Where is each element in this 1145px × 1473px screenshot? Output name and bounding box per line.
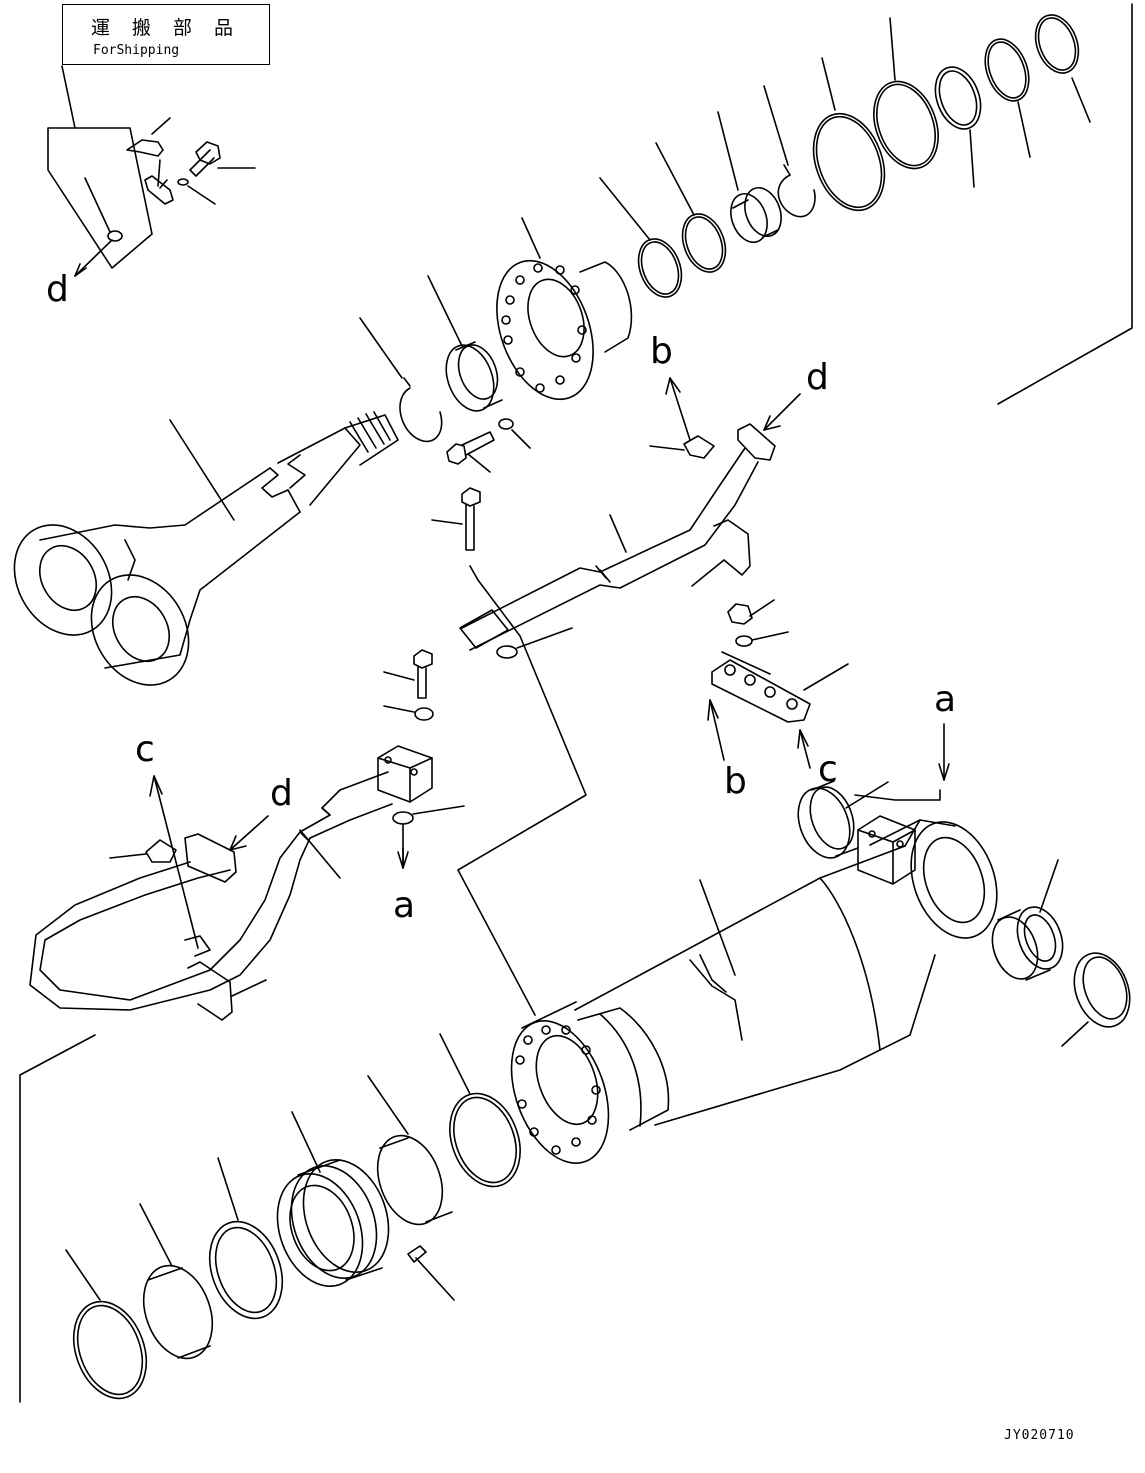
bushing-lower — [366, 1076, 454, 1233]
bushing-top — [718, 112, 788, 247]
cylinder-bottom-flange — [493, 1002, 668, 1177]
ring-lower-3 — [132, 1204, 225, 1368]
arrow-a-right — [939, 724, 949, 780]
ring-4 — [862, 18, 949, 178]
shipping-plug — [75, 178, 122, 276]
ring-lower-1 — [438, 1034, 533, 1196]
arrow-b-upper — [666, 378, 690, 440]
lower-group-frame — [20, 1035, 95, 1402]
callout-d-top: d — [46, 269, 69, 310]
callout-d-upper-right: d — [806, 357, 829, 398]
shipping-title-en: ForShipping — [93, 43, 180, 58]
bracket-washer — [722, 632, 788, 674]
tube-flange-bolt — [432, 488, 586, 1015]
tube-end-bushing — [789, 781, 888, 865]
callout-c-lower: c — [818, 749, 838, 790]
ring-lower-4 — [61, 1250, 159, 1409]
arrow-b-lower — [708, 700, 724, 760]
pin-bushing-right — [984, 860, 1070, 985]
arrow-c-left — [150, 776, 198, 948]
ring-1 — [1028, 9, 1090, 122]
lower-block-bolt — [384, 650, 433, 720]
upper-group-frame — [998, 4, 1132, 404]
callout-b-lower: b — [724, 761, 747, 802]
ring-2 — [977, 33, 1036, 157]
ring-7 — [600, 178, 689, 303]
shipping-washer — [178, 179, 215, 204]
arrow-d-left — [230, 816, 268, 850]
shipping-title-jp: 運 搬 部 品 — [90, 17, 242, 39]
callout-a-right: a — [934, 679, 957, 720]
ring-5 — [801, 58, 897, 220]
clamp-top — [692, 520, 750, 586]
head-bushing — [428, 276, 504, 417]
bracket-nut — [728, 600, 774, 624]
ring-lower-2 — [197, 1158, 295, 1329]
piston — [263, 1112, 404, 1298]
clamp-lower — [188, 962, 266, 1020]
piston-screw — [408, 1246, 454, 1300]
tube-o-ring — [497, 628, 572, 658]
upper-tube — [460, 424, 775, 650]
cylinder-head — [479, 218, 631, 413]
ring-3 — [927, 61, 988, 187]
drawing-number: JY020710 — [1004, 1428, 1075, 1443]
head-bolt — [447, 419, 530, 472]
snap-ring-rod — [360, 318, 442, 441]
for-shipping-box: 運 搬 部 品 ForShipping — [62, 4, 270, 65]
arrow-a-mid — [398, 848, 408, 868]
piston-rod — [0, 412, 398, 703]
shipping-frame — [48, 66, 152, 268]
cylinder-tube — [575, 790, 1012, 1125]
shipping-bolt — [190, 142, 255, 176]
snap-ring-top — [764, 86, 815, 217]
callout-b-upper: b — [650, 331, 673, 372]
arrow-d-upper-right — [764, 394, 800, 430]
callout-a-mid: a — [393, 885, 416, 926]
lower-tube-block — [378, 746, 432, 802]
arrow-c-lower — [798, 730, 810, 768]
seal-right — [1062, 945, 1139, 1046]
callout-d-left: d — [270, 773, 293, 814]
callout-c-left: c — [135, 729, 155, 770]
lower-tube — [30, 772, 392, 1010]
lower-gasket — [110, 840, 176, 862]
shipping-bracket-parts — [127, 118, 173, 204]
ring-6 — [656, 143, 733, 278]
bracket-plate — [712, 660, 848, 722]
flange-gasket-top — [650, 436, 714, 458]
